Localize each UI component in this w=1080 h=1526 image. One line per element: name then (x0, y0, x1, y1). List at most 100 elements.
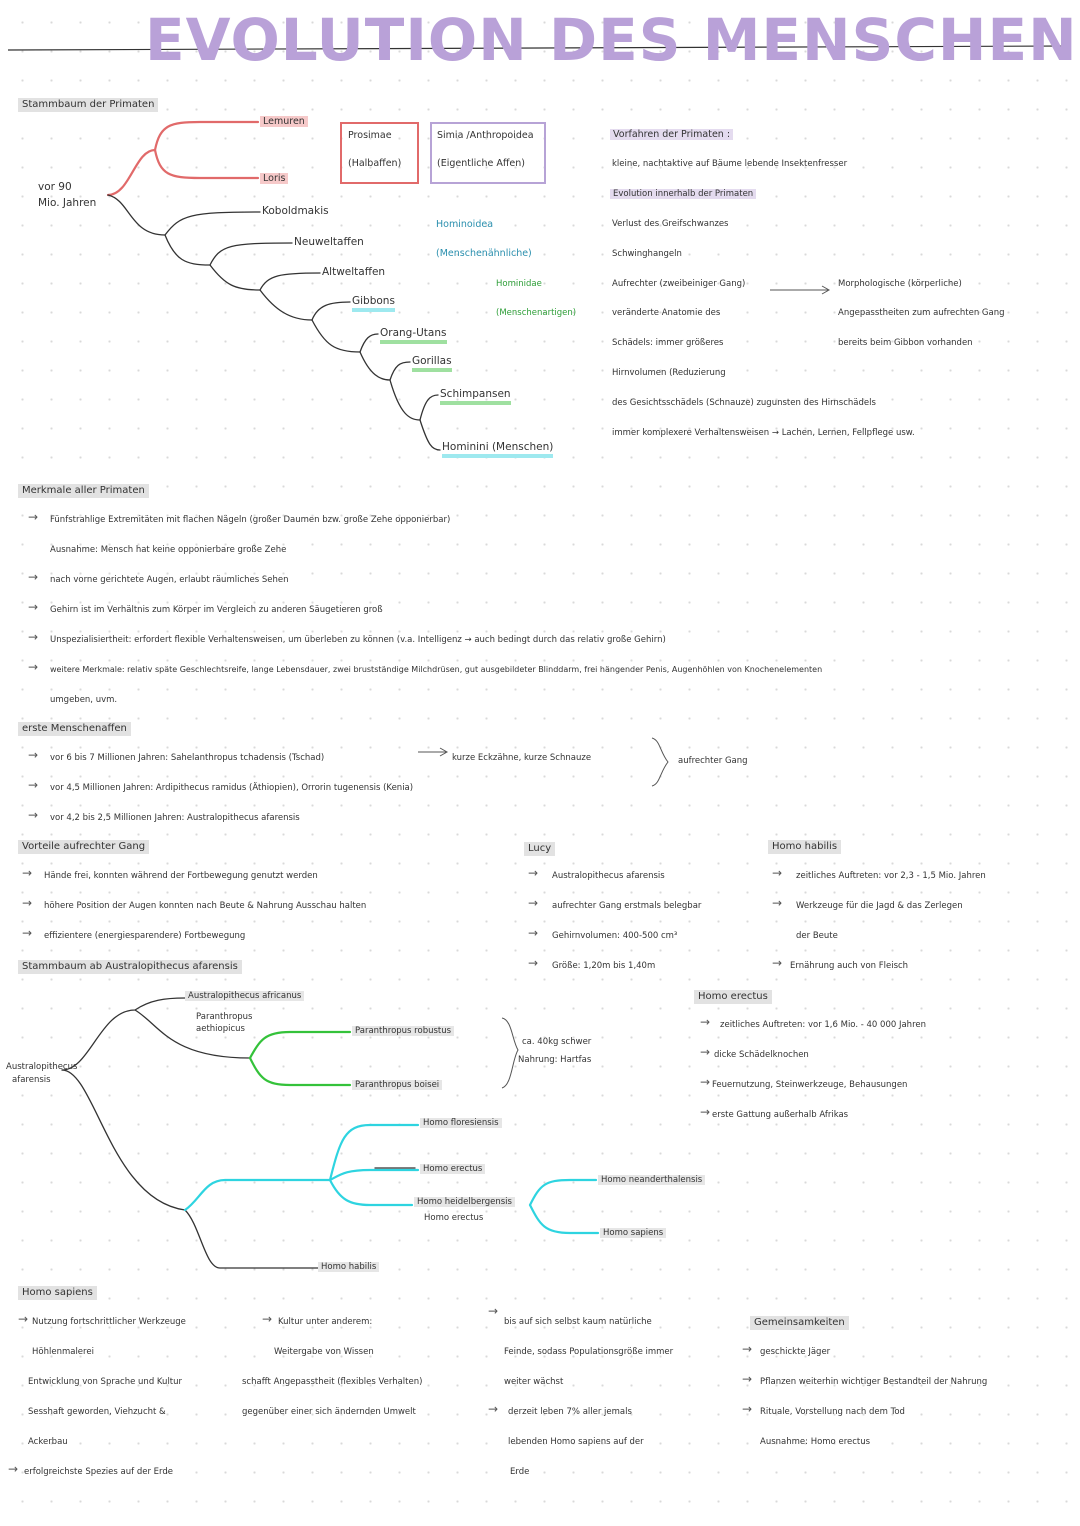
habilis-line-1: zeitliches Auftreten: vor 2,3 - 1,5 Mio.… (796, 871, 986, 881)
gemeinsam-heading: Gemeinsamkeiten (750, 1316, 849, 1330)
arrow-icon: → (528, 896, 539, 910)
arrow-icon: → (742, 1342, 753, 1356)
arrow-icon: → (772, 956, 783, 970)
arrow-icon: → (28, 510, 39, 524)
arrow-icon: → (22, 866, 33, 880)
arrow-icon: → (28, 570, 39, 584)
gemeinsam-line-4: Ausnahme: Homo erectus (760, 1437, 871, 1447)
vorteile-line-1: Hände frei, konnten während der Fortbewe… (44, 871, 318, 881)
leaf-aethiopicus-1: Paranthropus (196, 1012, 253, 1022)
merkmal-line-4: Gehirn ist im Verhältnis zum Körper im V… (50, 605, 383, 615)
paranthropus-note-1: ca. 40kg schwer (522, 1037, 592, 1047)
leaf-erectus: Homo erectus (420, 1164, 486, 1175)
arrow-icon: → (8, 1462, 19, 1476)
gemeinsam-line-1: geschickte Jäger (760, 1347, 831, 1357)
sapiens-col2-2: Weitergabe von Wissen (274, 1347, 374, 1357)
hominidae-label: Hominidae (496, 279, 542, 289)
leaf-neuweltaffen: Neuweltaffen (294, 236, 364, 248)
arrow-icon: → (28, 660, 39, 674)
arrow-icon: → (22, 926, 33, 940)
arrow-icon: → (528, 956, 539, 970)
page-title: EVOLUTION DES MENSCHEN (145, 6, 1078, 74)
leaf-habilis: Homo habilis (318, 1262, 380, 1273)
simia-box (430, 122, 546, 184)
leaf-schimpansen: Schimpansen (440, 388, 511, 405)
leaf-africanus: Australopithecus africanus (185, 991, 305, 1002)
sapiens-col1-1: Nutzung fortschrittlicher Werkzeuge (32, 1317, 186, 1327)
erectus-line-3: Feuernutzung, Steinwerkzeuge, Behausunge… (712, 1080, 908, 1090)
evolution-item-4: veränderte Anatomie des (612, 308, 721, 318)
sapiens-col1-3: Entwicklung von Sprache und Kultur (28, 1377, 183, 1387)
hominoidea-sub: (Menschenähnliche) (436, 248, 532, 259)
vorteile-heading: Vorteile aufrechter Gang (18, 840, 150, 854)
arrow-icon: → (18, 1312, 29, 1326)
lucy-heading: Lucy (524, 842, 556, 856)
tree2-heading: Stammbaum ab Australopithecus afarensis (18, 960, 242, 974)
leaf-floresiensis: Homo floresiensis (420, 1118, 502, 1129)
vorfahren-line: kleine, nachtaktive auf Bäume lebende In… (612, 159, 848, 169)
evolution-item-2: Schwinghangeln (612, 249, 682, 259)
vorfahren-heading: Vorfahren der Primaten : (610, 129, 734, 141)
leaf-gorillas: Gorillas (412, 355, 452, 372)
morph-line-1: Morphologische (körperliche) (838, 279, 962, 289)
simia-label: Simia /Anthropoidea (437, 130, 534, 141)
hominidae-sub: (Menschenartigen) (496, 308, 577, 318)
merkmal-line-3: nach vorne gerichtete Augen, erlaubt räu… (50, 575, 289, 585)
erectus-line-4: erste Gattung außerhalb Afrikas (712, 1110, 849, 1120)
habilis-line-4: Ernährung auch von Fleisch (790, 961, 909, 971)
gemeinsam-line-3: Rituale, Vorstellung nach dem Tod (760, 1407, 905, 1417)
lucy-line-4: Größe: 1,20m bis 1,40m (552, 961, 656, 971)
arrow-icon: → (28, 808, 39, 822)
arrow-icon: → (742, 1402, 753, 1416)
evolution-item-1: Verlust des Greifschwanzes (612, 219, 729, 229)
leaf-robustus: Paranthropus robustus (352, 1026, 455, 1037)
sapiens-col2-4: gegenüber einer sich ändernden Umwelt (242, 1407, 416, 1417)
arrow-icon: → (528, 926, 539, 940)
arrow-icon: → (700, 1015, 711, 1029)
evolution-item-3: Aufrechter (zweibeiniger Gang) (612, 279, 746, 289)
erste-heading: erste Menschenaffen (18, 722, 131, 736)
leaf-hominini: Hominini (Menschen) (442, 441, 554, 458)
tree2-root-line2: afarensis (12, 1075, 51, 1085)
sapiens-col1-4: Sesshaft geworden, Viehzucht & (28, 1407, 166, 1417)
habilis-line-2: Werkzeuge für die Jagd & das Zerlegen (796, 901, 963, 911)
sapiens-col2-3: schafft Angepasstheit (flexibles Verhalt… (242, 1377, 423, 1387)
morph-line-3: bereits beim Gibbon vorhanden (838, 338, 973, 348)
leaf-koboldmakis: Koboldmakis (262, 205, 329, 217)
prosimae-sub: (Halbaffen) (348, 158, 402, 169)
leaf-altweltaffen: Altweltaffen (322, 266, 386, 278)
leaf-neanderthalensis: Homo neanderthalensis (598, 1175, 706, 1186)
leaf-heidelbergensis-erectus: Homo erectus (424, 1213, 484, 1223)
sapiens-col3-4: derzeit leben 7% aller jemals (508, 1407, 632, 1417)
merkmal-line-5: Unspezialisiertheit: erfordert flexible … (50, 635, 666, 645)
sapiens-col3-6: Erde (510, 1467, 530, 1477)
arrow-icon: → (700, 1105, 711, 1119)
merkmal-line-1: Fünfstrahlige Extremitäten mit flachen N… (50, 515, 451, 525)
arrow-icon: → (528, 866, 539, 880)
merkmale-heading: Merkmale aller Primaten (18, 484, 149, 498)
sapiens-col3-2: Feinde, sodass Populationsgröße immer (504, 1347, 674, 1357)
prosimae-box (340, 122, 419, 184)
lucy-line-2: aufrechter Gang erstmals belegbar (552, 901, 702, 911)
arrow-icon: → (28, 630, 39, 644)
arrow-icon: → (742, 1372, 753, 1386)
leaf-heidelbergensis: Homo heidelbergensis (414, 1197, 515, 1208)
merkmal-line-6: weitere Merkmale: relativ späte Geschlec… (50, 665, 823, 674)
erectus-line-2: dicke Schädelknochen (714, 1050, 809, 1060)
arrow-icon: → (22, 896, 33, 910)
evolution-heading: Evolution innerhalb der Primaten (610, 189, 757, 200)
arrow-icon: → (28, 778, 39, 792)
sapiens-col1-5: Ackerbau (28, 1437, 68, 1447)
paranthropus-note-2: Nahrung: Hartfas (518, 1055, 592, 1065)
habilis-line-3: der Beute (796, 931, 838, 941)
leaf-gibbons: Gibbons (352, 295, 395, 312)
erectus-heading: Homo erectus (694, 990, 772, 1004)
arrow-icon: → (28, 600, 39, 614)
merkmal-line-7: umgeben, uvm. (50, 695, 118, 705)
arrow-icon: → (488, 1304, 499, 1318)
evolution-item-5: Schädels: immer größeres (612, 338, 724, 348)
simia-sub: (Eigentliche Affen) (437, 158, 525, 169)
leaf-aethiopicus-2: aethiopicus (196, 1024, 245, 1034)
sapiens-heading: Homo sapiens (18, 1286, 97, 1300)
